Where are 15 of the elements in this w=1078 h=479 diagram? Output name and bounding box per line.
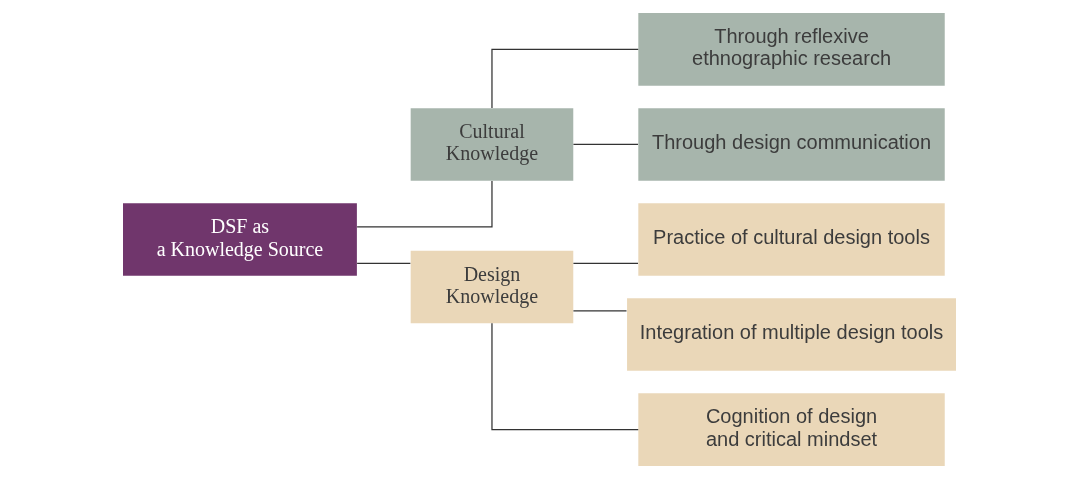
connector: [572, 262, 639, 264]
node-box: Practice of cultural design tools: [637, 203, 945, 276]
node-box: DSF as a Knowledge Source: [122, 203, 357, 276]
connector: [572, 143, 639, 146]
node-box: Through design communication: [637, 108, 945, 181]
connector: [572, 310, 627, 312]
node-box: Integration of multiple design tools: [626, 298, 956, 371]
connector: [490, 322, 639, 431]
node-box: Cultural Knowledge: [410, 108, 573, 181]
node-box: Cognition of design and critical mindset: [637, 393, 945, 466]
connector: [355, 262, 411, 264]
node-box: Through reflexive ethnographic research: [637, 13, 945, 86]
connector: [490, 48, 639, 109]
connector: [355, 180, 493, 228]
node-box: Design Knowledge: [410, 250, 573, 324]
